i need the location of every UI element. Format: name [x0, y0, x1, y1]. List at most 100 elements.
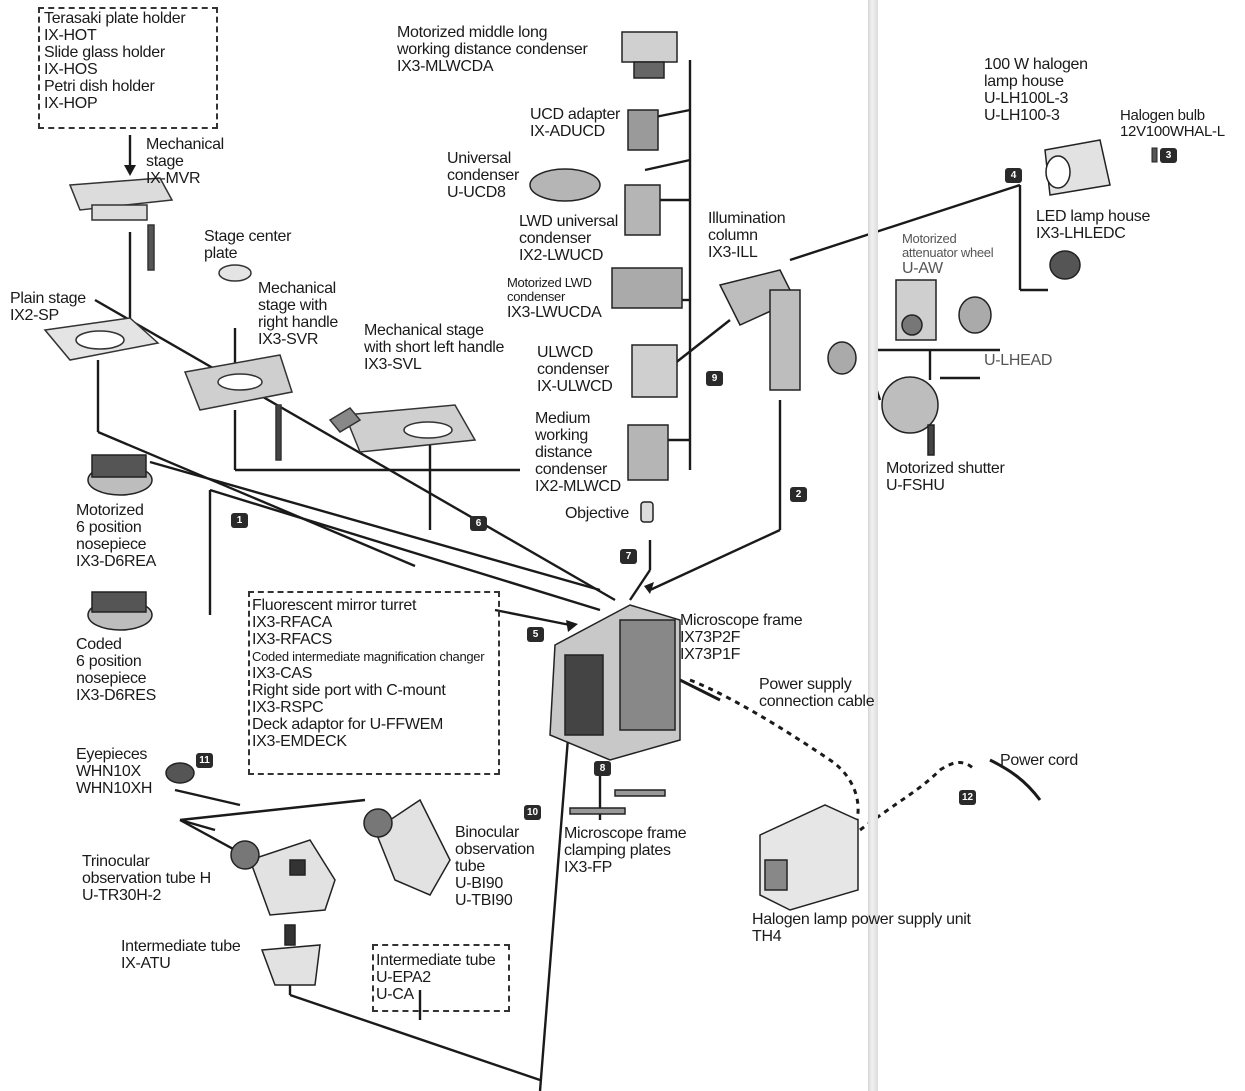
frame-code2: IX73P1F: [680, 646, 802, 663]
clamp-code: IX3-FP: [564, 859, 686, 876]
mlwcd-line3: distance: [535, 444, 621, 461]
atu-label: Intermediate tube IX-ATU: [121, 938, 240, 972]
stage-center-plate: [219, 265, 251, 281]
badge-12: 12: [959, 790, 976, 805]
rspc-code: IX3-RSPC: [252, 699, 484, 716]
bulb-line1: Halogen bulb: [1120, 108, 1225, 124]
eyepieces-code1: WHN10X: [76, 763, 152, 780]
plain-stage-name: Plain stage: [10, 290, 86, 307]
turret-code1: IX3-RFACA: [252, 614, 484, 631]
bulb-label: Halogen bulb 12V100WHAL-L: [1120, 108, 1225, 140]
eyepieces-label: Eyepieces WHN10X WHN10XH: [76, 746, 152, 797]
stage-center-label: Stage center plate: [204, 228, 291, 262]
holder-slide: Slide glass holder: [44, 44, 185, 61]
cas-code: IX3-CAS: [252, 665, 484, 682]
lamp100-code1: U-LH100L-3: [984, 90, 1088, 107]
turret-code2: IX3-RFACS: [252, 631, 484, 648]
aw-label: Motorized attenuator wheel U-AW: [902, 232, 993, 277]
mech-stage-code: IX-MVR: [146, 170, 224, 187]
mlwcd-code: IX2-MLWCD: [535, 478, 621, 495]
illumination-column-label: Illumination column IX3-ILL: [708, 210, 785, 261]
objective-label: Objective: [565, 505, 629, 522]
ulwcd-condenser: [632, 345, 677, 397]
mlwcd-line1: Medium: [535, 410, 621, 427]
lwd-universal-condenser: [625, 185, 660, 235]
mlwcda-code: IX3-MLWCDA: [397, 58, 588, 75]
deck-code: IX3-EMDECK: [252, 733, 484, 750]
lwucda-code: IX3-LWUCDA: [507, 304, 602, 321]
inter-code2: U-CA: [376, 986, 495, 1003]
badge-5: 5: [527, 627, 544, 642]
turret-line1: Fluorescent mirror turret: [252, 597, 484, 614]
binocular-label: Binocular observation tube U-BI90 U-TBI9…: [455, 824, 534, 909]
aducd-line1: UCD adapter: [530, 106, 620, 123]
led-label: LED lamp house IX3-LHLEDC: [1036, 208, 1150, 242]
led-line1: LED lamp house: [1036, 208, 1150, 225]
nosepiece-coded: [88, 592, 152, 630]
stage-center-line1: Stage center: [204, 228, 291, 245]
lwucda-line1: Motorized LWD: [507, 276, 602, 290]
badge-2: 2: [790, 487, 807, 502]
lwucda-label: Motorized LWD condenser IX3-LWUCDA: [507, 276, 602, 321]
power-supply-unit: [760, 805, 858, 910]
nose-motor-line3: nosepiece: [76, 536, 156, 553]
inter-code1: U-EPA2: [376, 969, 495, 986]
lamp-house-100w: [1045, 140, 1110, 195]
psc-label: Power supply connection cable: [759, 676, 874, 710]
mechanical-stage-svr: [185, 355, 292, 460]
badge-11: 11: [196, 753, 213, 768]
lwucd-line2: condenser: [519, 230, 618, 247]
attenuator-wheel: [896, 280, 936, 340]
objective: [641, 502, 653, 522]
mlwcd-line2: working: [535, 427, 621, 444]
mlwcda-line2: working distance condenser: [397, 41, 588, 58]
inter-line1: Intermediate tube: [376, 952, 495, 969]
holder-petri-code: IX-HOP: [44, 95, 185, 112]
plain-stage-code: IX2-SP: [10, 307, 86, 324]
clamp-line1: Microscope frame: [564, 825, 686, 842]
badge-3: 3: [1160, 148, 1177, 163]
trinoc-line2: observation tube H: [82, 870, 211, 887]
lwucd-line1: LWD universal: [519, 213, 618, 230]
eyepieces-line1: Eyepieces: [76, 746, 152, 763]
mlwcd-label: Medium working distance condenser IX2-ML…: [535, 410, 621, 495]
medium-condenser: [628, 425, 668, 480]
trinoc-code: U-TR30H-2: [82, 887, 211, 904]
ill-line2: column: [708, 227, 785, 244]
lhead-code: U-LHEAD: [984, 352, 1052, 369]
mech-short-code: IX3-SVL: [364, 356, 504, 373]
mlwcda-line1: Motorized middle long: [397, 24, 588, 41]
nosepiece-coded-label: Coded 6 position nosepiece IX3-D6RES: [76, 636, 156, 704]
universal-condenser: [530, 169, 600, 201]
atu-line1: Intermediate tube: [121, 938, 240, 955]
mechanical-stage-label: Mechanical stage IX-MVR: [146, 136, 224, 187]
ucd8-label: Universal condenser U-UCD8: [447, 150, 519, 201]
binoc-code1: U-BI90: [455, 875, 534, 892]
clamp-label: Microscope frame clamping plates IX3-FP: [564, 825, 686, 876]
trinocular-label: Trinocular observation tube H U-TR30H-2: [82, 853, 211, 904]
nose-coded-line1: Coded: [76, 636, 156, 653]
binoc-line2: observation: [455, 841, 534, 858]
turret-label: Fluorescent mirror turret IX3-RFACA IX3-…: [252, 597, 484, 750]
aducd-label: UCD adapter IX-ADUCD: [530, 106, 620, 140]
badge-1: 1: [231, 513, 248, 528]
condenser-mlwcda: [622, 32, 677, 78]
binocular-tube: [364, 800, 450, 895]
illumination-column: [720, 270, 800, 390]
mlwcda-label: Motorized middle long working distance c…: [397, 24, 588, 75]
psc-line2: connection cable: [759, 693, 874, 710]
psc-line1: Power supply: [759, 676, 874, 693]
nosepiece-motorized-label: Motorized 6 position nosepiece IX3-D6REA: [76, 502, 156, 570]
objective-text: Objective: [565, 505, 629, 522]
nose-coded-code: IX3-D6RES: [76, 687, 156, 704]
aw-code: U-AW: [902, 260, 993, 277]
plain-stage-label: Plain stage IX2-SP: [10, 290, 86, 324]
bulb-code: 12V100WHAL-L: [1120, 124, 1225, 140]
lamp100-label: 100 W halogen lamp house U-LH100L-3 U-LH…: [984, 56, 1088, 124]
lamp100-code2: U-LH100-3: [984, 107, 1088, 124]
trinocular-tube: [231, 840, 335, 915]
plain-stage: [45, 318, 158, 360]
lwucd-code: IX2-LWUCD: [519, 247, 618, 264]
fshu-code: U-FSHU: [886, 477, 1005, 494]
mech-short-line1: Mechanical stage: [364, 322, 504, 339]
